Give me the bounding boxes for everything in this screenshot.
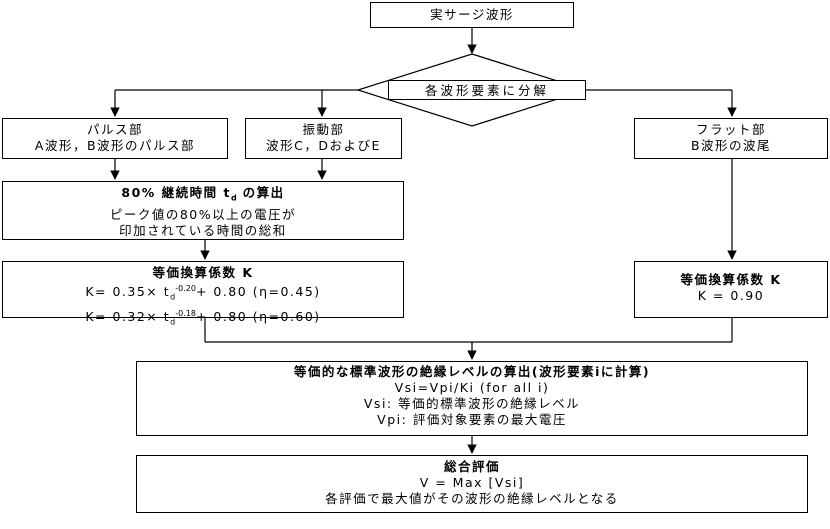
duration-box: 80% 継続時間 td の算出 ピーク値の80%以上の電圧が 印加されている時間… xyxy=(2,181,404,240)
flat-title: フラット部 xyxy=(695,122,766,137)
equiv-formula: Vsi=Vpi/Ki (for all i) xyxy=(394,380,550,395)
overall-box: 総合評価 V = Max [Vsi] 各評価で最大値がその波形の絶縁レベルとなる xyxy=(136,455,808,513)
flat-box: フラット部 B波形の波尾 xyxy=(634,118,828,159)
oscillation-box: 振動部 波形C，DおよびE xyxy=(245,118,402,159)
overall-formula: V = Max [Vsi] xyxy=(419,475,525,490)
overall-desc: 各評価で最大値がその波形の絶縁レベルとなる xyxy=(325,491,619,506)
k-flat-box: 等価換算係数 K K = 0.90 xyxy=(634,261,828,318)
k-pulse-eq1: K= 0.35× td-0.20+ 0.80 (η=0.45) xyxy=(85,284,321,302)
duration-title: 80% 継続時間 td の算出 xyxy=(121,185,285,203)
pulse-title: パルス部 xyxy=(86,122,143,137)
flat-desc: B波形の波尾 xyxy=(690,138,772,153)
k-pulse-title: 等価換算係数 K xyxy=(152,265,254,280)
equiv-box: 等価的な標準波形の絶縁レベルの算出(波形要素iに計算) Vsi=Vpi/Ki (… xyxy=(136,361,808,436)
actual-surge-label: 実サージ波形 xyxy=(430,7,514,22)
duration-desc-1: ピーク値の80%以上の電圧が xyxy=(109,206,297,222)
k-flat-title: 等価換算係数 K xyxy=(680,272,782,287)
pulse-desc: A波形，B波形のパルス部 xyxy=(34,138,196,153)
oscillation-title: 振動部 xyxy=(302,122,345,137)
oscillation-desc: 波形C，DおよびE xyxy=(266,138,381,153)
pulse-box: パルス部 A波形，B波形のパルス部 xyxy=(2,118,228,159)
k-pulse-eq2: K= 0.32× td-0.18+ 0.80 (η=0.60) xyxy=(85,308,321,327)
actual-surge-box: 実サージ波形 xyxy=(370,2,574,28)
equiv-vsi-def: Vsi: 等価的標準波形の絶縁レベル xyxy=(363,396,581,411)
equiv-title: 等価的な標準波形の絶縁レベルの算出(波形要素iに計算) xyxy=(293,364,651,379)
duration-desc-2: 印加されている時間の総和 xyxy=(119,222,287,238)
k-flat-value: K = 0.90 xyxy=(697,288,765,303)
overall-title: 総合評価 xyxy=(443,459,500,474)
equiv-vpi-def: Vpi: 評価対象要素の最大電圧 xyxy=(377,412,567,427)
decompose-label: 各波形要素に分解 xyxy=(388,80,586,100)
k-pulse-box: 等価換算係数 K K= 0.35× td-0.20+ 0.80 (η=0.45)… xyxy=(2,261,404,326)
